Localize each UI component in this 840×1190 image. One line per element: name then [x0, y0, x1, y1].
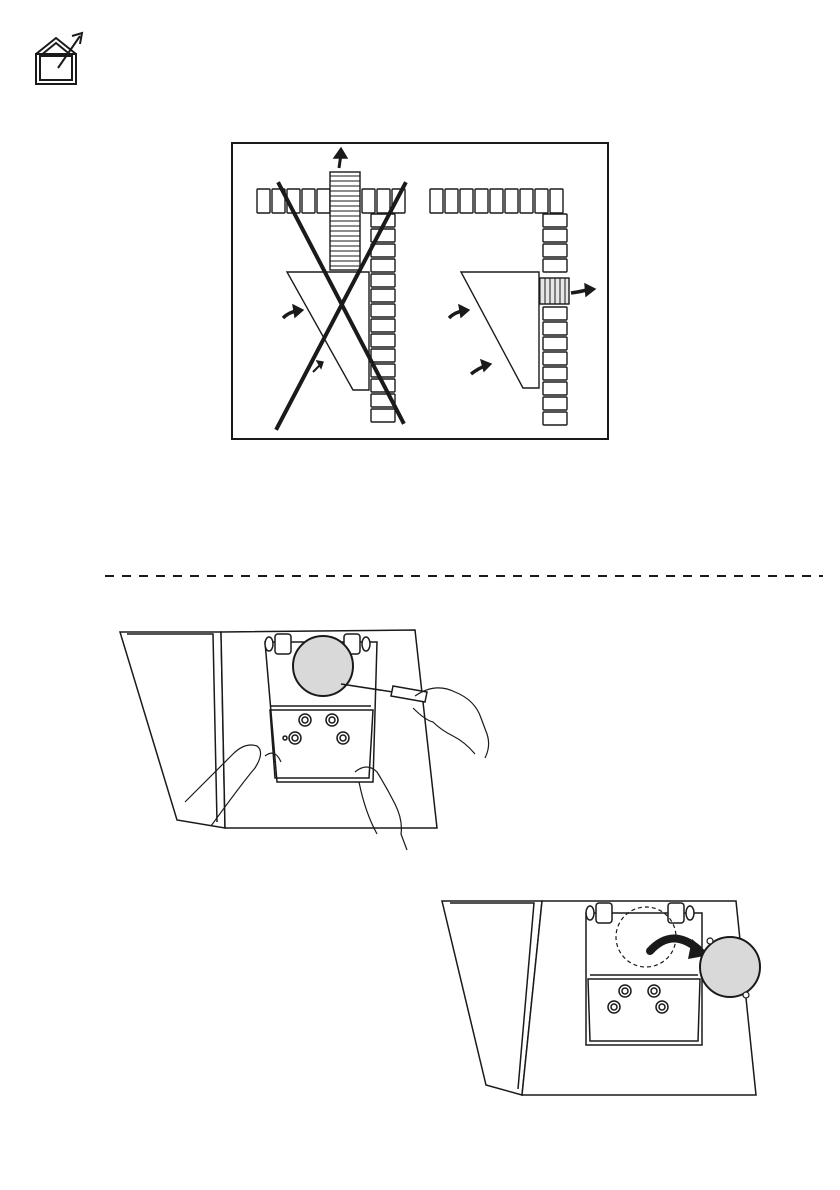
dashed-separator — [105, 575, 823, 577]
remove-blanking-plate-figure — [115, 622, 500, 852]
house-outside-vent-icon — [32, 30, 88, 88]
removed-blanking-plate — [700, 937, 760, 997]
plate-removed-figure — [440, 895, 770, 1105]
blanking-plate — [293, 636, 353, 696]
duct-routing-figure — [231, 142, 609, 440]
